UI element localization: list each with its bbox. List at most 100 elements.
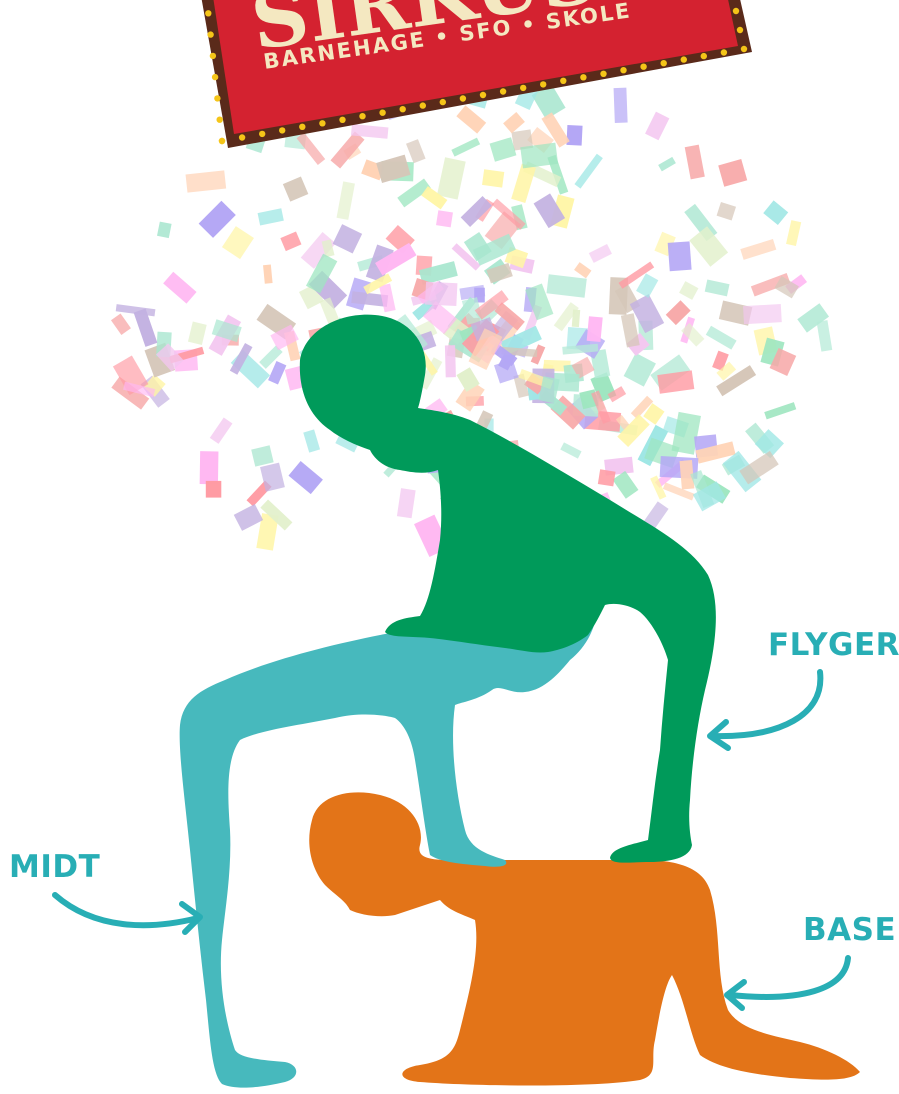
base-arrow: [727, 958, 848, 1008]
confetti-piece: [574, 154, 602, 189]
label-base: BASE: [803, 912, 896, 948]
sign-bulb: [205, 10, 211, 16]
sign-bulb: [560, 78, 566, 84]
sign-bulb: [207, 31, 213, 37]
confetti-piece: [206, 481, 222, 498]
label-midt: MIDT: [9, 849, 100, 885]
sign-bulb: [359, 113, 365, 119]
confetti-piece: [574, 262, 591, 278]
confetti-piece: [658, 157, 676, 171]
confetti-piece: [222, 226, 254, 259]
confetti-piece: [234, 504, 263, 531]
confetti-piece: [740, 239, 776, 260]
sign-bulb: [681, 56, 687, 62]
confetti-piece: [598, 469, 616, 486]
confetti-piece: [288, 461, 322, 494]
confetti-piece: [624, 353, 656, 387]
sign-bulb: [339, 117, 345, 123]
sign-bulb: [480, 92, 486, 98]
confetti-piece: [503, 112, 525, 133]
confetti-piece: [163, 272, 196, 304]
confetti-piece: [511, 164, 536, 203]
confetti-piece: [645, 112, 669, 141]
confetti-piece: [268, 361, 286, 384]
confetti-piece: [188, 322, 207, 345]
sign-bulb: [219, 138, 225, 144]
confetti-piece: [337, 181, 355, 219]
confetti-piece: [560, 442, 581, 458]
sign-bulb: [721, 49, 727, 55]
confetti-piece: [456, 105, 486, 133]
confetti-piece: [111, 314, 131, 335]
sign-bulb: [600, 71, 606, 77]
sign-bulb: [400, 106, 406, 112]
confetti-piece: [546, 274, 586, 298]
confetti-piece: [817, 320, 833, 352]
confetti-piece: [451, 138, 480, 157]
confetti-piece: [587, 316, 603, 342]
confetti-piece: [258, 208, 284, 225]
confetti-piece: [613, 471, 639, 499]
sign-bulb: [520, 85, 526, 91]
confetti-piece: [705, 279, 730, 296]
confetti-piece: [679, 281, 698, 300]
sign-bulb: [217, 117, 223, 123]
confetti-piece: [436, 210, 453, 227]
sign-bulb: [733, 8, 739, 14]
confetti-piece: [186, 170, 227, 192]
confetti-piece: [283, 176, 308, 201]
label-flyger: FLYGER: [768, 627, 899, 663]
sign-bulb: [214, 95, 220, 101]
sign-bulb: [500, 88, 506, 94]
sign-bulb: [259, 131, 265, 137]
confetti-piece: [397, 488, 416, 518]
confetti-piece: [689, 226, 728, 266]
sign-bulb: [319, 120, 325, 126]
sign-bulb: [460, 95, 466, 101]
confetti-piece: [437, 157, 466, 199]
midt-arrow: [55, 895, 200, 932]
confetti-piece: [425, 282, 457, 306]
flyger-arrow: [710, 672, 820, 748]
confetti-piece: [445, 345, 456, 377]
sign-bulb: [540, 81, 546, 87]
confetti-piece: [406, 139, 426, 163]
sign-bulb: [580, 74, 586, 80]
sign-bulb: [737, 27, 743, 33]
confetti-piece: [200, 451, 219, 484]
confetti-piece: [280, 232, 301, 252]
confetti-piece: [490, 137, 517, 162]
confetti-piece: [743, 304, 782, 324]
base-figure: [309, 792, 860, 1085]
flyger-figure: [300, 315, 716, 863]
confetti-piece: [482, 169, 504, 187]
confetti-piece: [303, 429, 320, 452]
confetti-piece: [520, 143, 558, 169]
confetti-piece: [786, 220, 801, 246]
sign-bulb: [741, 46, 747, 52]
confetti-piece: [333, 224, 362, 253]
sign-bulb: [640, 63, 646, 69]
confetti-piece: [763, 200, 788, 225]
confetti-piece: [668, 241, 692, 271]
sign-bulb: [420, 102, 426, 108]
sign-bulb: [620, 67, 626, 73]
confetti-piece: [718, 159, 747, 187]
confetti-piece: [210, 417, 233, 443]
confetti-piece: [566, 125, 582, 146]
sign-bulb: [440, 99, 446, 105]
sign-bulb: [279, 127, 285, 133]
confetti-piece: [589, 244, 612, 263]
confetti-piece: [614, 88, 628, 123]
sign-bulb: [379, 110, 385, 116]
confetti-piece: [251, 445, 273, 466]
confetti-piece: [199, 201, 236, 238]
sign-bulb: [299, 124, 305, 130]
confetti-piece: [621, 313, 640, 347]
confetti-piece: [706, 326, 737, 350]
confetti-piece: [486, 263, 512, 284]
sign-bulb: [701, 53, 707, 59]
sign-bulb: [661, 60, 667, 66]
sign-bulb: [210, 53, 216, 59]
